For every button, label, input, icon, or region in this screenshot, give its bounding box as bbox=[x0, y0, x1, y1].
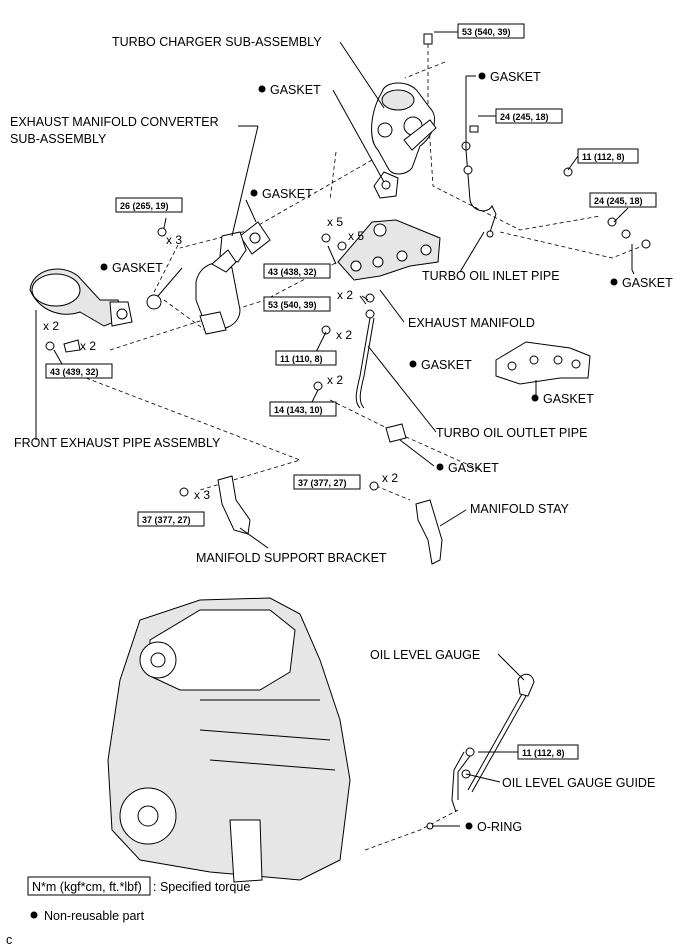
torque-43-left: 43 (439, 32) bbox=[45, 363, 113, 379]
turbo-gasket-drawing bbox=[373, 171, 399, 199]
svg-text:53 (540, 39): 53 (540, 39) bbox=[268, 300, 317, 310]
manifold-stay-drawing bbox=[369, 481, 443, 565]
qty-x5-a: x 5 bbox=[327, 215, 343, 229]
torque-11-mid: 11 (110, 8) bbox=[275, 350, 337, 366]
svg-text:43 (439, 32): 43 (439, 32) bbox=[50, 367, 99, 377]
torque-24-top: 24 (245, 18) bbox=[495, 108, 563, 124]
svg-text:37 (377, 27): 37 (377, 27) bbox=[298, 478, 347, 488]
label-o-ring: O-RING bbox=[477, 820, 522, 834]
torque-53-top: 53 (540, 39) bbox=[457, 23, 525, 39]
oil-level-gauge-drawing bbox=[426, 673, 535, 830]
qty-x5-b: x 5 bbox=[348, 229, 364, 243]
torque-11-gauge: 11 (112, 8) bbox=[517, 744, 579, 760]
svg-text:24 (245, 18): 24 (245, 18) bbox=[500, 112, 549, 122]
label-turbo-oil-inlet-pipe: TURBO OIL INLET PIPE bbox=[422, 269, 560, 283]
legend-bullet-icon bbox=[30, 911, 38, 919]
svg-text:11 (112, 8): 11 (112, 8) bbox=[522, 748, 565, 758]
svg-text:11 (110, 8): 11 (110, 8) bbox=[280, 354, 323, 364]
label-manifold-stay: MANIFOLD STAY bbox=[470, 502, 570, 516]
label-manifold-support-bracket: MANIFOLD SUPPORT BRACKET bbox=[196, 551, 387, 565]
qty-x2-11: x 2 bbox=[336, 328, 352, 342]
front-exhaust-pipe-drawing bbox=[29, 268, 162, 440]
oil-inlet-pipe-drawing bbox=[461, 125, 651, 249]
qty-x2-left-a: x 2 bbox=[43, 319, 59, 333]
torque-11-right: 11 (112, 8) bbox=[577, 148, 639, 164]
label-gasket-manifold-right: GASKET bbox=[543, 392, 594, 406]
svg-text:14 (143, 10): 14 (143, 10) bbox=[274, 405, 323, 415]
label-exhaust-manifold-converter: EXHAUST MANIFOLD CONVERTER bbox=[10, 115, 219, 129]
torque-37-left: 37 (377, 27) bbox=[137, 511, 205, 527]
label-turbo-charger: TURBO CHARGER SUB-ASSEMBLY bbox=[112, 35, 322, 49]
qty-x3-37: x 3 bbox=[194, 488, 210, 502]
label-gasket-converter: GASKET bbox=[262, 187, 313, 201]
label-gasket-oil-outlet: GASKET bbox=[448, 461, 499, 475]
label-gasket-oil-inlet-bottom: GASKET bbox=[622, 276, 673, 290]
corner-code: c bbox=[6, 933, 12, 947]
torque-43-mid: 43 (438, 32) bbox=[263, 263, 331, 279]
qty-x2-37: x 2 bbox=[382, 471, 398, 485]
manifold-gasket-drawing bbox=[495, 341, 591, 385]
svg-text:53 (540, 39): 53 (540, 39) bbox=[462, 27, 511, 37]
turbo-charger-drawing bbox=[371, 33, 437, 175]
legend-torque-unit: N*m (kgf*cm, ft.*lbf) bbox=[32, 880, 142, 894]
engine-drawing bbox=[107, 597, 351, 883]
legend-torque-box bbox=[27, 876, 151, 896]
legend-torque-desc: : Specified torque bbox=[153, 880, 250, 894]
label-oil-level-gauge-guide: OIL LEVEL GAUGE GUIDE bbox=[502, 776, 655, 790]
label-front-exhaust-pipe: FRONT EXHAUST PIPE ASSEMBLY bbox=[14, 436, 221, 450]
legend-nonreusable: Non-reusable part bbox=[44, 909, 145, 923]
label-exhaust-manifold: EXHAUST MANIFOLD bbox=[408, 316, 535, 330]
torque-24-right: 24 (245, 18) bbox=[589, 192, 657, 208]
manifold-converter-drawing bbox=[157, 227, 247, 335]
exhaust-manifold-drawing bbox=[321, 219, 441, 281]
torque-37-mid: 37 (377, 27) bbox=[293, 474, 361, 490]
label-sub-assembly: SUB-ASSEMBLY bbox=[10, 132, 107, 146]
svg-text:37 (377, 27): 37 (377, 27) bbox=[142, 515, 191, 525]
label-oil-level-gauge: OIL LEVEL GAUGE bbox=[370, 648, 480, 662]
qty-x2-left-b: x 2 bbox=[80, 339, 96, 353]
legend: N*m (kgf*cm, ft.*lbf) : Specified torque… bbox=[27, 876, 250, 923]
manifold-support-bracket-drawing bbox=[179, 475, 251, 535]
qty-x2-53: x 2 bbox=[337, 288, 353, 302]
qty-x3-26: x 3 bbox=[166, 233, 182, 247]
label-turbo-oil-outlet-pipe: TURBO OIL OUTLET PIPE bbox=[436, 426, 587, 440]
svg-text:11 (112, 8): 11 (112, 8) bbox=[582, 152, 625, 162]
svg-text:26 (265, 19): 26 (265, 19) bbox=[120, 201, 169, 211]
converter-gasket-drawing bbox=[239, 221, 271, 255]
torque-53-mid: 53 (540, 39) bbox=[263, 296, 331, 312]
svg-text:43 (438, 32): 43 (438, 32) bbox=[268, 267, 317, 277]
torque-14: 14 (143, 10) bbox=[269, 401, 337, 417]
label-gasket-front-pipe: GASKET bbox=[112, 261, 163, 275]
label-gasket-manifold-left: GASKET bbox=[421, 358, 472, 372]
label-gasket-oil-inlet-top: GASKET bbox=[490, 70, 541, 84]
qty-x2-14: x 2 bbox=[327, 373, 343, 387]
nonreusable-bullets bbox=[100, 72, 618, 830]
torque-26: 26 (265, 19) bbox=[115, 197, 183, 213]
svg-text:24 (245, 18): 24 (245, 18) bbox=[594, 196, 643, 206]
oil-outlet-pipe-drawing bbox=[313, 293, 407, 443]
label-gasket-turbo: GASKET bbox=[270, 83, 321, 97]
